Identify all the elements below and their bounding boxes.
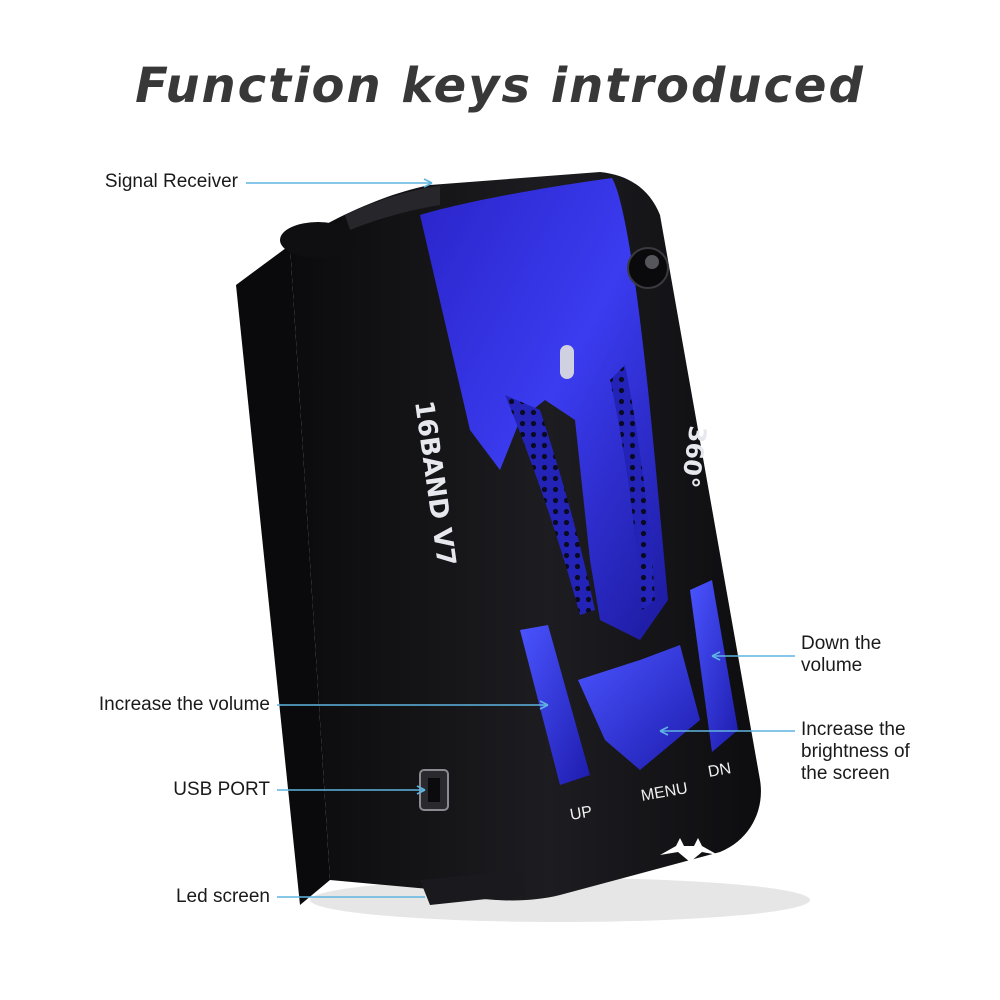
device-side-face <box>236 245 330 905</box>
dn-button-label: DN <box>707 760 733 781</box>
up-button[interactable] <box>520 625 590 785</box>
speaker-grille-left <box>505 395 595 615</box>
callout-brightness: Increase the brightness of the screen <box>801 719 910 785</box>
dn-button[interactable] <box>690 580 738 752</box>
bat-logo-icon <box>660 838 718 862</box>
leader-brightness-arrow <box>659 726 669 736</box>
signal-receiver-bump <box>280 222 356 258</box>
callout-usb-port: USB PORT <box>173 779 270 800</box>
leader-down-volume-arrow <box>711 651 721 661</box>
round-sensor-lens <box>645 255 659 269</box>
leader-signal-receiver-arrow <box>423 178 433 188</box>
callout-brightness-line3: the screen <box>801 763 890 784</box>
blue-face-plate <box>420 178 668 640</box>
page-title: Function keys introduced <box>135 58 865 114</box>
leader-increase-volume-arrow <box>539 700 549 710</box>
usb-port-slot <box>428 778 440 802</box>
callout-increase-volume: Increase the volume <box>98 694 270 715</box>
callout-signal-receiver: Signal Receiver <box>104 171 238 192</box>
speaker-grille-right <box>610 365 655 610</box>
callout-brightness-line2: brightness of <box>801 741 910 762</box>
callout-down-volume-line1: Down the <box>801 633 882 654</box>
callout-led-screen: Led screen <box>175 886 270 907</box>
callout-brightness-line1: Increase the <box>801 719 906 740</box>
round-sensor <box>627 247 669 289</box>
status-led <box>560 345 574 379</box>
leader-usb-port-arrow <box>416 785 426 795</box>
menu-button[interactable] <box>578 645 700 770</box>
callout-down-volume: Down the volume <box>801 633 881 677</box>
signal-receiver <box>345 186 440 230</box>
leader-lines <box>246 178 795 898</box>
up-button-label: UP <box>569 803 594 824</box>
led-screen <box>420 870 525 905</box>
callout-down-volume-line2: volume <box>801 655 863 676</box>
